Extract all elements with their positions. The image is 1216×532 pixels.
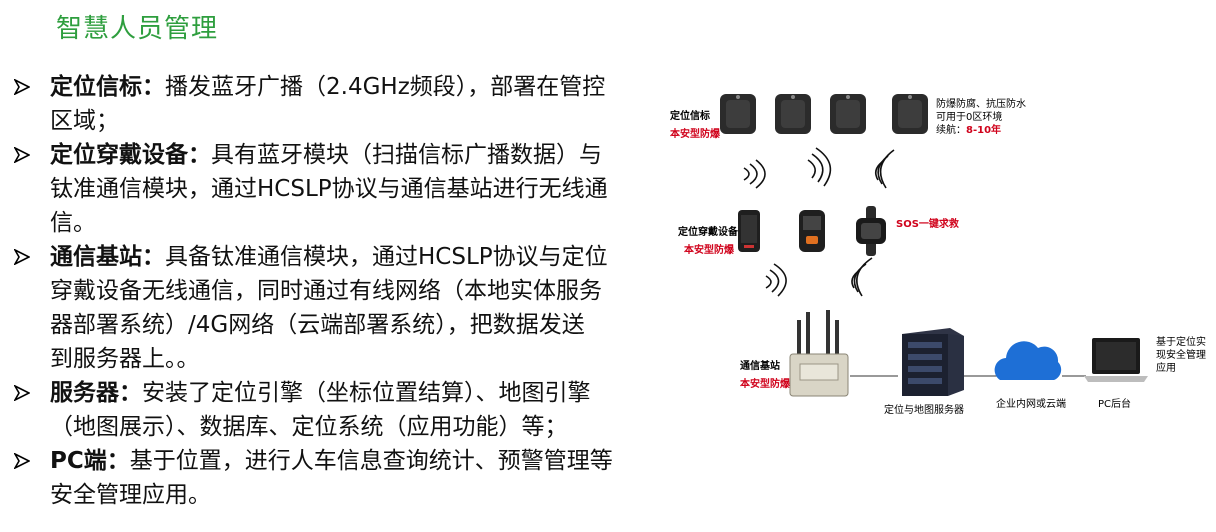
beacon-icon [892, 94, 928, 134]
sos-label: SOS一键求救 [896, 219, 959, 230]
beacon-icon [775, 94, 811, 134]
bullet-text: 区域； [50, 108, 119, 134]
signal-waves-icon [851, 257, 873, 297]
server-label: 定位与地图服务器 [884, 405, 964, 416]
beacon-label: 定位信标 [670, 111, 710, 122]
pc-note-2: 现安全管理 [1156, 350, 1206, 361]
pc-label: PC后台 [1098, 399, 1132, 410]
bullet-term: 服务器： [50, 380, 142, 406]
beacon-note-1: 防爆防腐、抗压防水 [936, 99, 1026, 110]
bullet-term: PC端： [50, 448, 130, 474]
bullet-text: 钛准通信模块，通过HCSLP协议与通信基站进行无线通 [50, 176, 608, 202]
bullet-pc: PC端：基于位置，进行人车信息查询统计、预警管理等 安全管理应用。 [14, 444, 644, 512]
pc-note-1: 基于定位实 [1156, 337, 1206, 348]
bullet-text: 到服务器上。。 [50, 346, 200, 372]
base-station-label: 通信基站 [740, 361, 780, 372]
beacon-explosion-proof-label: 本安型防爆 [670, 129, 720, 140]
page-title: 智慧人员管理 [56, 14, 219, 44]
laptop-icon [1084, 338, 1148, 382]
bullet-text: 具备钛准通信模块，通过HCSLP协议与定位 [165, 244, 608, 270]
battery-life-value: 8-10年 [966, 125, 1002, 136]
arrow-bullet-icon [14, 79, 30, 95]
tag-device-icon [799, 210, 825, 252]
bullet-list: 定位信标：播发蓝牙广播（2.4GHz频段），部署在管控 区域； 定位穿戴设备：具… [14, 70, 644, 512]
bullet-text: 穿戴设备无线通信，同时通过有线网络（本地实体服务 [50, 278, 602, 304]
pc-note-3: 应用 [1156, 363, 1176, 374]
bullet-text: 播发蓝牙广播（2.4GHz频段），部署在管控 [165, 74, 606, 100]
beacon-note-3: 续航：8-10年 [936, 124, 1001, 137]
wearable-label: 定位穿戴设备 [678, 227, 738, 238]
server-icon [902, 328, 964, 396]
beacon-icon [720, 94, 756, 134]
bullet-text: 信。 [50, 210, 96, 236]
bullet-beacon: 定位信标：播发蓝牙广播（2.4GHz频段），部署在管控 区域； [14, 70, 644, 138]
bullet-text: 基于位置，进行人车信息查询统计、预警管理等 [129, 448, 613, 474]
arrow-bullet-icon [14, 385, 30, 401]
bullet-term: 定位信标： [50, 74, 165, 100]
system-diagram: 定位信标 本安型防爆 防爆防腐、抗压防水 可用于0区环境 续航：8-10年 定位… [660, 80, 1216, 520]
battery-life-label: 续航： [936, 125, 966, 136]
base-station-explosion-proof-label: 本安型防爆 [740, 379, 790, 390]
signal-waves-icon [743, 159, 766, 189]
diagram-graphics [720, 94, 1148, 397]
signal-waves-icon [807, 147, 832, 187]
bullet-text: （地图展示）、数据库、定位系统（应用功能）等； [50, 414, 568, 440]
bullet-station: 通信基站：具备钛准通信模块，通过HCSLP协议与定位 穿戴设备无线通信，同时通过… [14, 240, 644, 376]
signal-waves-icon [765, 263, 787, 297]
cloud-label: 企业内网或云端 [996, 399, 1066, 410]
bullet-wearable: 定位穿戴设备：具有蓝牙模块（扫描信标广播数据）与 钛准通信模块，通过HCSLP协… [14, 138, 644, 240]
bullet-server: 服务器：安装了定位引擎（坐标位置结算）、地图引擎 （地图展示）、数据库、定位系统… [14, 376, 644, 444]
cloud-icon [994, 341, 1062, 380]
beacon-icon [830, 94, 866, 134]
bullet-term: 定位穿戴设备： [50, 142, 211, 168]
arrow-bullet-icon [14, 453, 30, 469]
bullet-text: 安装了定位引擎（坐标位置结算）、地图引擎 [142, 380, 591, 406]
signal-waves-icon [874, 149, 895, 189]
smartwatch-icon [856, 206, 886, 256]
arrow-bullet-icon [14, 147, 30, 163]
bullet-term: 通信基站： [50, 244, 165, 270]
smartphone-icon [738, 210, 760, 252]
beacon-note-2: 可用于0区环境 [936, 112, 1003, 123]
bullet-text: 安全管理应用。 [50, 482, 211, 508]
bullet-text: 器部署系统）/4G网络（云端部署系统），把数据发送 [50, 312, 585, 338]
base-station-icon [789, 310, 849, 397]
bullet-text: 具有蓝牙模块（扫描信标广播数据）与 [211, 142, 602, 168]
arrow-bullet-icon [14, 249, 30, 265]
wearable-explosion-proof-label: 本安型防爆 [684, 245, 734, 256]
